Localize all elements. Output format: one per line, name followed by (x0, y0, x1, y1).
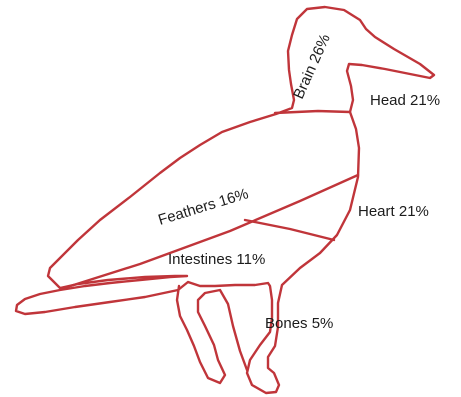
bird-leg-outline (177, 286, 247, 383)
brain-label: Brain 26% (290, 31, 334, 101)
bones-label: Bones 5% (265, 315, 333, 332)
head-label: Head 21% (370, 92, 440, 109)
intestines-label: Intestines 11% (168, 251, 265, 268)
feathers-label: Feathers 16% (156, 185, 250, 229)
feathers-divider (61, 175, 358, 289)
heart-divider (245, 220, 334, 240)
heart-label: Heart 21% (358, 203, 429, 220)
neck-divider (275, 111, 350, 113)
